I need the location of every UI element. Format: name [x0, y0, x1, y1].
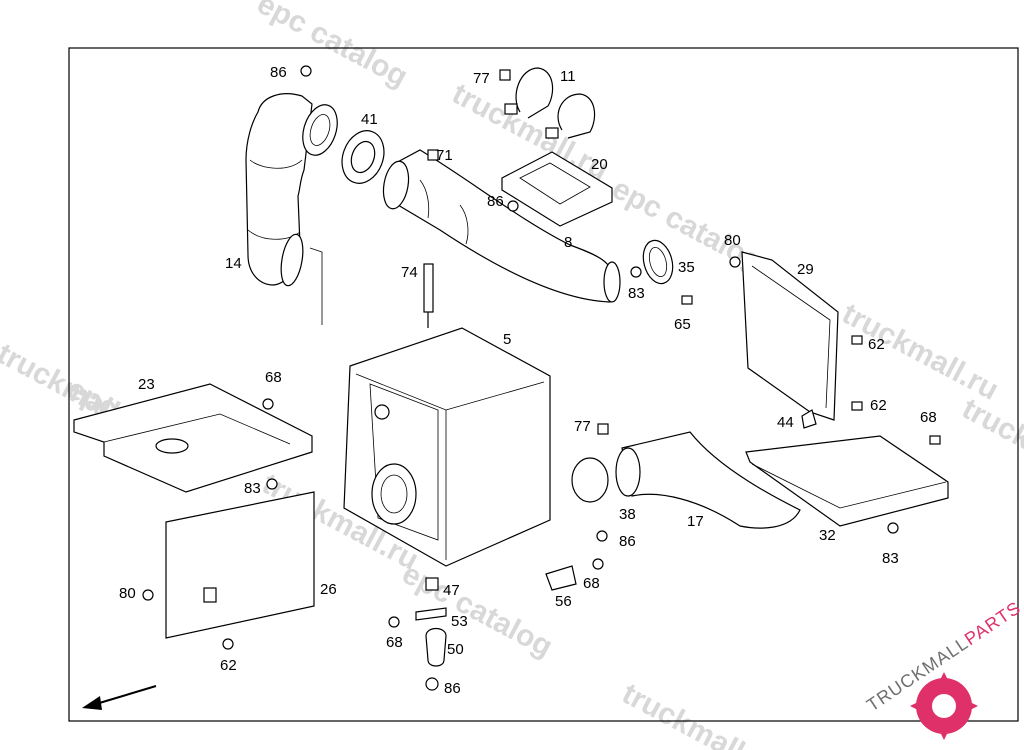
callout-label[interactable]: 68 [265, 369, 282, 386]
watermark-text: truckmall.ru [837, 297, 1004, 407]
part-32-lower-shield[interactable] [745, 435, 949, 527]
callout-label[interactable]: 80 [119, 585, 136, 602]
arrow-down-left-icon [82, 685, 157, 710]
callout-label[interactable]: 83 [244, 480, 261, 497]
callout-labels: 86 41 77 11 71 20 86 14 8 80 29 35 74 83… [119, 64, 937, 697]
gear-logo-icon [910, 672, 978, 740]
callout-label[interactable]: 62 [220, 657, 237, 674]
callout-label[interactable]: 77 [473, 70, 490, 87]
callout-label[interactable]: 50 [447, 641, 464, 658]
watermark-text: truckmall.ru [957, 392, 1024, 502]
callout-label[interactable]: 14 [225, 255, 242, 272]
callout-label[interactable]: 41 [361, 111, 378, 128]
callout-label[interactable]: 20 [591, 156, 608, 173]
callout-label[interactable]: 86 [487, 193, 504, 210]
callout-label[interactable]: 17 [687, 513, 704, 530]
part-23-plate[interactable] [73, 383, 313, 493]
callout-label[interactable]: 47 [443, 582, 460, 599]
callout-label[interactable]: 62 [870, 397, 887, 414]
brand-name-accent: PARTS [961, 597, 1024, 649]
diagram-frame [68, 47, 1019, 722]
part-41-gasket[interactable] [335, 125, 391, 189]
callout-label[interactable]: 26 [320, 581, 337, 598]
watermark-text: epc catalog [397, 557, 558, 664]
callout-label[interactable]: 38 [619, 506, 636, 523]
callout-label[interactable]: 35 [678, 259, 695, 276]
callout-label[interactable]: 68 [583, 575, 600, 592]
part-17-duct[interactable] [571, 431, 801, 529]
callout-label[interactable]: 86 [270, 64, 287, 81]
part-8-pipe[interactable] [380, 149, 621, 303]
callout-label[interactable]: 11 [560, 68, 576, 85]
part-14-elbow-pipe[interactable] [245, 93, 343, 325]
brand-logo: TRUCKMALLPARTS [863, 597, 1024, 740]
part-26-side-plate[interactable] [165, 491, 315, 639]
callout-label[interactable]: 56 [555, 593, 572, 610]
callout-label[interactable]: 29 [797, 261, 814, 278]
part-20-bracket[interactable] [501, 151, 613, 227]
callout-label[interactable]: 80 [724, 232, 741, 249]
callout-label[interactable]: 53 [451, 613, 468, 630]
callout-label[interactable]: 71 [436, 147, 453, 164]
callout-label[interactable]: 44 [777, 414, 794, 431]
callout-label[interactable]: 83 [628, 285, 645, 302]
callout-label[interactable]: 74 [401, 264, 418, 281]
callout-label[interactable]: 32 [819, 527, 836, 544]
callout-label[interactable]: 8 [564, 234, 572, 251]
callout-label[interactable]: 83 [882, 550, 899, 567]
hardware-group [142, 65, 941, 691]
callout-label[interactable]: 86 [619, 533, 636, 550]
callout-label[interactable]: 68 [920, 409, 937, 426]
part-29-heat-shield[interactable] [741, 251, 839, 421]
callout-label[interactable]: 77 [574, 418, 591, 435]
part-35-clamp-ring[interactable] [639, 237, 677, 287]
callout-label[interactable]: 62 [868, 336, 885, 353]
callout-label[interactable]: 23 [138, 376, 155, 393]
part-5-silencer[interactable] [343, 263, 551, 567]
callout-label[interactable]: 86 [444, 680, 461, 697]
callout-label[interactable]: 65 [674, 316, 691, 333]
part-11-clamps[interactable] [504, 67, 596, 139]
callout-label[interactable]: 68 [386, 634, 403, 651]
callout-label[interactable]: 5 [503, 331, 511, 348]
watermark-text: truckmall.ru [617, 677, 784, 750]
